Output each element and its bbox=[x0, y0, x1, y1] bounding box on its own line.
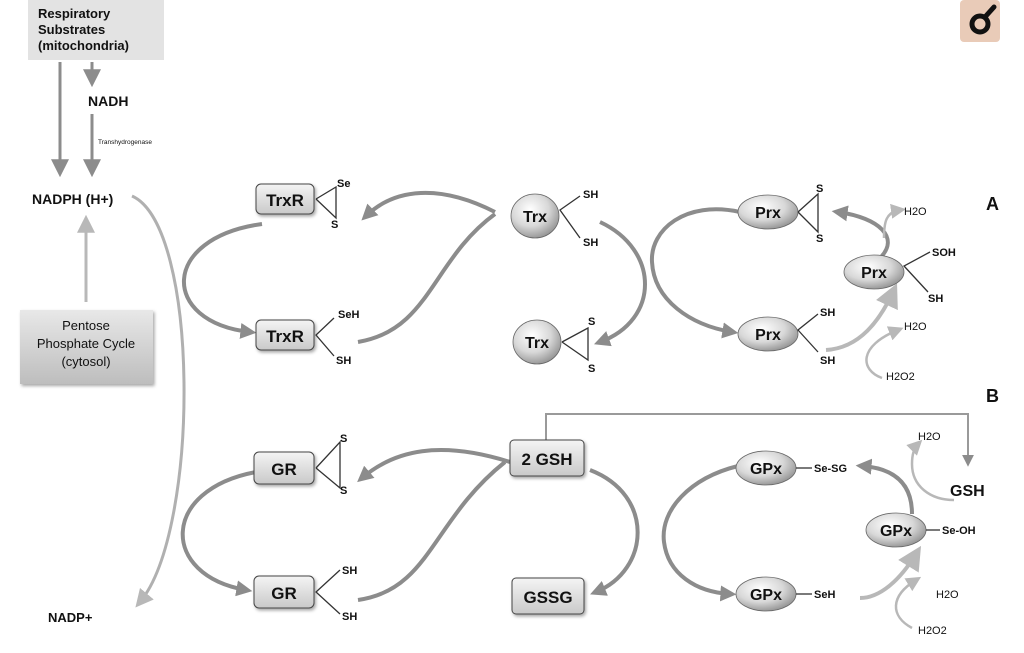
gr-top-label: GR bbox=[271, 460, 297, 479]
trx-bottom-bonds bbox=[561, 326, 589, 362]
trx-bottom-label: Trx bbox=[525, 335, 549, 352]
arc-gr-left bbox=[180, 470, 257, 597]
trxr-bottom-label: TrxR bbox=[266, 327, 304, 346]
prx-bottom-sphere bbox=[737, 316, 799, 352]
gsh-label: GSH bbox=[950, 483, 985, 500]
trx-bottom-sphere bbox=[512, 319, 562, 365]
trx-top-sh2: SH bbox=[583, 237, 598, 249]
trx-top-sphere bbox=[510, 193, 560, 239]
arc-gr-gsh-upper bbox=[357, 448, 511, 483]
trxr-bottom-bonds bbox=[315, 317, 335, 357]
a-h2o-mid: H2O bbox=[904, 321, 927, 333]
prx-bottom-sh1: SH bbox=[820, 307, 835, 319]
respiratory-label-3: (mitochondria) bbox=[38, 38, 129, 53]
prx-top-s2: S bbox=[816, 233, 823, 245]
gpx-bottom-seh: SeH bbox=[814, 589, 835, 601]
trx-bottom-s2: S bbox=[588, 363, 595, 375]
arc-h2o-top-release bbox=[882, 203, 906, 239]
gr-top-bonds bbox=[315, 440, 341, 490]
gr-top-s1: S bbox=[340, 433, 347, 445]
trxr-top-box bbox=[255, 183, 315, 215]
prx-right-label: Prx bbox=[861, 265, 887, 282]
trxr-top-se: Se bbox=[337, 178, 350, 190]
gr-top-s2: S bbox=[340, 485, 347, 497]
trx-top-sh1: SH bbox=[583, 189, 598, 201]
respiratory-label-1: Respiratory bbox=[38, 6, 111, 21]
b-h2o-bottom: H2O bbox=[936, 589, 959, 601]
prx-top-bonds bbox=[797, 192, 819, 234]
pentose-box bbox=[20, 310, 153, 384]
gsh-feedback-line bbox=[545, 413, 974, 467]
arc-trx-right bbox=[593, 220, 647, 347]
gpx-bottom-label: GPx bbox=[750, 587, 782, 604]
trx-top-label: Trx bbox=[523, 209, 547, 226]
arc-gr-gsh-lower bbox=[357, 460, 507, 602]
gr-bottom-label: GR bbox=[271, 584, 297, 603]
gr-top-box bbox=[253, 451, 315, 485]
prx-right-bonds bbox=[902, 251, 931, 293]
prx-bottom-label: Prx bbox=[755, 327, 781, 344]
arc-trx-prx-upper bbox=[649, 207, 741, 339]
gpx-top-label: GPx bbox=[750, 461, 782, 478]
trxr-bottom-seh: SeH bbox=[338, 309, 359, 321]
arc-prx-return bbox=[831, 205, 890, 260]
nadph-label: NADPH (H+) bbox=[32, 191, 113, 207]
prx-top-s1: S bbox=[816, 183, 823, 195]
trxr-top-se-s-bond bbox=[315, 185, 337, 220]
section-label-a: A bbox=[986, 194, 999, 214]
pentose-label-2: Phosphate Cycle bbox=[37, 336, 135, 351]
prx-bottom-bonds bbox=[797, 313, 819, 353]
arc-gpx-to-oxidized bbox=[859, 545, 922, 600]
gpx-right-label: GPx bbox=[880, 523, 912, 540]
arc-trxr-trx-upper bbox=[361, 190, 496, 221]
prx-bottom-sh2: SH bbox=[820, 355, 835, 367]
pentose-label-1: Pentose bbox=[62, 318, 110, 333]
nadh-label: NADH bbox=[88, 93, 128, 109]
b-h2o-top: H2O bbox=[918, 431, 941, 443]
section-label-b: B bbox=[986, 386, 999, 406]
trxr-top-label: TrxR bbox=[266, 191, 304, 210]
nadp-label: NADP+ bbox=[48, 610, 93, 625]
transhydrogenase-label: Transhydrogenase bbox=[98, 139, 152, 146]
prx-right-soh: SOH bbox=[932, 247, 956, 259]
arc-gsh-right bbox=[589, 468, 640, 596]
b-h2o2: H2O2 bbox=[918, 625, 947, 637]
gssg-box bbox=[511, 577, 585, 615]
prx-right-sh: SH bbox=[928, 293, 943, 305]
arc-h2o2-b-in bbox=[894, 576, 922, 630]
trx-top-bonds bbox=[559, 195, 581, 239]
arc-prx-to-oxidized bbox=[825, 283, 898, 352]
gr-bottom-sh1: SH bbox=[342, 565, 357, 577]
arc-gpx-left bbox=[661, 464, 739, 602]
a-h2o2: H2O2 bbox=[886, 371, 915, 383]
magnifier-icon[interactable] bbox=[960, 0, 1000, 42]
prx-right-sphere bbox=[843, 254, 905, 290]
respiratory-box bbox=[28, 0, 164, 60]
gr-bottom-bonds bbox=[315, 569, 341, 615]
trxr-bottom-box bbox=[255, 319, 315, 351]
arc-trxr-trx-lower bbox=[357, 212, 497, 344]
prx-top-label: Prx bbox=[755, 205, 781, 222]
arc-gsh-in bbox=[906, 439, 955, 502]
a-h2o-top: H2O bbox=[904, 206, 927, 218]
pentose-label-3: (cytosol) bbox=[61, 354, 110, 369]
trx-bottom-s1: S bbox=[588, 316, 595, 328]
gssg-label: GSSG bbox=[523, 588, 572, 607]
gsh2-box bbox=[509, 439, 585, 477]
trxr-bottom-sh: SH bbox=[336, 355, 351, 367]
gr-bottom-sh2: SH bbox=[342, 611, 357, 623]
arrow-nadph-to-nadp bbox=[131, 194, 186, 608]
gr-bottom-box bbox=[253, 575, 315, 609]
trxr-top-s: S bbox=[331, 219, 338, 231]
gpx-top-sesg: Se-SG bbox=[814, 463, 847, 475]
arc-h2o2-in bbox=[865, 326, 904, 380]
respiratory-label-2: Substrates bbox=[38, 22, 105, 37]
gpx-right-seoh: Se-OH bbox=[942, 525, 976, 537]
gsh2-label: 2 GSH bbox=[521, 450, 572, 469]
arc-gpx-return bbox=[855, 458, 914, 515]
arc-trxr-left bbox=[181, 222, 263, 339]
